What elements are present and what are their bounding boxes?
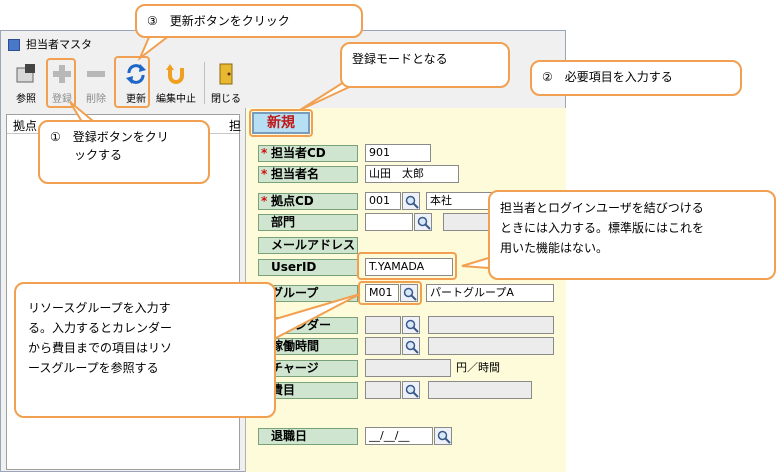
tanto-cd-label-text: 担当者CD	[271, 146, 326, 160]
close-button[interactable]: 閉じる	[208, 60, 244, 106]
reference-icon	[15, 62, 37, 86]
search-icon	[417, 216, 431, 230]
toolbar-separator	[204, 62, 205, 104]
charge-label: チャージ	[258, 360, 358, 377]
close-label: 閉じる	[211, 94, 241, 105]
bumon-label: 部門	[258, 214, 358, 231]
search-icon	[405, 384, 419, 398]
update-button[interactable]: 更新	[118, 60, 154, 106]
column-tanto[interactable]: 担	[229, 119, 242, 133]
delete-button[interactable]: 削除	[78, 60, 114, 106]
column-kyoten[interactable]: 拠点	[13, 119, 38, 133]
hours-label: #稼働時間	[253, 338, 358, 355]
callout-group: リソースグループを入力す る。入力するとカレンダー から費目までの項目はリソ ー…	[14, 282, 276, 418]
reference-label: 参照	[16, 94, 36, 105]
group-name-display: パートグループA	[426, 284, 554, 302]
kyoten-cd-label: *拠点CD	[258, 193, 358, 210]
minus-icon	[85, 62, 107, 86]
add-button[interactable]: 登録	[44, 60, 80, 106]
bumon-lookup-button[interactable]	[414, 213, 432, 231]
callout-mode: 登録モードとなる	[340, 42, 510, 88]
hours-label-text: 稼働時間	[271, 339, 320, 353]
kyoten-name-display: 本社	[426, 192, 492, 210]
search-icon	[403, 287, 417, 301]
update-button-highlight	[114, 56, 150, 108]
cancel-edit-label: 編集中止	[156, 94, 196, 105]
search-icon	[405, 195, 419, 209]
search-icon	[405, 340, 419, 354]
required-mark: *	[261, 146, 268, 160]
callout-group-line3: から費目までの項目はリソ	[28, 341, 173, 355]
callout-userid: 担当者とログインユーザを結びつける ときには入力する。標準版にはこれを 用いた機…	[488, 190, 776, 280]
charge-unit: 円／時間	[456, 361, 500, 374]
undo-icon	[165, 62, 187, 86]
cancel-edit-button[interactable]: 編集中止	[156, 60, 196, 106]
kyoten-lookup-button[interactable]	[402, 192, 420, 210]
charge-input[interactable]	[365, 359, 451, 377]
group-highlight	[358, 281, 422, 305]
add-button-highlight	[46, 58, 76, 108]
calendar-lookup-button[interactable]	[402, 316, 420, 334]
tanto-name-label: *担当者名	[258, 166, 358, 183]
cost-lookup-button[interactable]	[402, 381, 420, 399]
update-label: 更新	[126, 94, 146, 105]
retire-date-picker-button[interactable]	[434, 427, 452, 445]
reference-button[interactable]: 参照	[8, 60, 44, 106]
callout-step2: ② 必要項目を入力する	[530, 60, 742, 96]
mode-badge: 新規	[252, 112, 310, 134]
callout-step3: ③ 更新ボタンをクリック	[135, 4, 363, 38]
calendar-name-display	[428, 316, 554, 334]
callout-userid-line1: 担当者とログインユーザを結びつける	[500, 201, 704, 215]
callout-group-line2: る。入力するとカレンダー	[28, 321, 173, 335]
callout-group-line1: リソースグループを入力す	[28, 301, 171, 315]
mail-label: メールアドレス	[258, 237, 358, 254]
connector-group	[271, 293, 361, 342]
tanto-cd-label: *担当者CD	[258, 145, 358, 162]
callout-step1-line1: ① 登録ボタンをクリ	[50, 130, 169, 144]
callout-step1-line2: ックする	[74, 148, 123, 162]
plus-icon	[51, 62, 73, 86]
tanto-name-input[interactable]: 山田 太郎	[365, 165, 459, 183]
hours-name-display	[428, 337, 554, 355]
title-bar: 担当者マスタ	[8, 36, 128, 54]
connector-step3	[137, 34, 173, 62]
refresh-icon	[125, 62, 147, 86]
kyoten-cd-input[interactable]: 001	[365, 192, 401, 210]
userid-label: UserID	[258, 259, 358, 276]
calendar-input[interactable]	[365, 316, 401, 334]
callout-group-line4: ースグループを参照する	[28, 361, 159, 375]
retire-label: 退職日	[258, 428, 358, 445]
search-icon	[405, 319, 419, 333]
hours-lookup-button[interactable]	[402, 337, 420, 355]
add-label: 登録	[52, 94, 72, 105]
app-icon	[8, 39, 20, 51]
callout-userid-line2: ときには入力する。標準版にはこれを	[500, 221, 705, 235]
group-lookup-button[interactable]	[400, 284, 418, 302]
callout-userid-line3: 用いた機能はない。	[500, 241, 609, 255]
cost-input[interactable]	[365, 381, 401, 399]
group-label: グループ	[258, 285, 358, 302]
callout-step1: ① 登録ボタンをクリ ックする	[38, 120, 210, 184]
window-title: 担当者マスタ	[26, 38, 92, 51]
userid-input[interactable]: T.YAMADA	[365, 258, 453, 276]
tanto-name-label-text: 担当者名	[271, 167, 320, 181]
mode-highlight	[249, 109, 313, 137]
cost-name-display	[428, 381, 532, 399]
search-icon	[437, 430, 451, 444]
door-icon	[215, 62, 237, 86]
required-mark: *	[261, 167, 268, 181]
userid-highlight	[357, 252, 457, 280]
required-mark: *	[261, 194, 268, 208]
delete-label: 削除	[86, 94, 106, 105]
tanto-cd-input[interactable]: 901	[365, 144, 431, 162]
hours-input[interactable]	[365, 337, 401, 355]
bumon-input[interactable]	[365, 213, 413, 231]
group-input[interactable]: M01	[365, 284, 399, 302]
kyoten-cd-label-text: 拠点CD	[271, 194, 314, 208]
retire-date-input[interactable]: __/__/__	[365, 427, 433, 445]
